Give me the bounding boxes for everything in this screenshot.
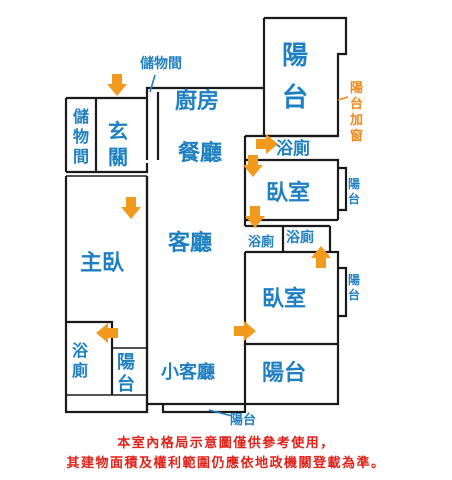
svg-text:台: 台 <box>350 96 363 112</box>
bedroom-lower-label: 臥室 <box>262 286 306 312</box>
living-label: 客廳 <box>168 230 212 256</box>
svg-text:台: 台 <box>117 373 135 395</box>
balcony-front-label: 陽台 <box>230 412 256 428</box>
svg-text:玄: 玄 <box>108 119 128 143</box>
room-labels: 儲物間 廚房 餐廳 陽 台 浴廁 臥室 主臥 客廳 浴廁 浴廁 臥室 小客廳 陽… <box>80 41 314 428</box>
svg-text:加: 加 <box>349 113 363 128</box>
vertical-labels: 儲 物 間 玄 關 陽 台 加 窗 陽 台 陽 台 浴 廁 陽 台 <box>72 80 363 395</box>
kitchen-label: 廚房 <box>175 88 219 114</box>
arrow-left-icon <box>96 323 118 343</box>
svg-text:台: 台 <box>348 191 360 206</box>
arrow-down-icon <box>243 155 263 177</box>
svg-text:陽: 陽 <box>117 352 135 373</box>
svg-text:陽: 陽 <box>348 273 360 287</box>
svg-text:儲: 儲 <box>72 107 89 126</box>
balcony-right-upper-label: 陽 台 <box>348 177 360 206</box>
bath-top-label: 浴廁 <box>276 138 310 159</box>
walls <box>64 16 348 414</box>
svg-text:陽: 陽 <box>350 80 363 96</box>
balcony-top-label-1: 陽 <box>282 41 308 71</box>
arrow-down-icon <box>107 74 127 96</box>
arrow-down-icon <box>245 206 265 228</box>
bath-master-label: 浴 廁 <box>72 341 89 380</box>
svg-text:物: 物 <box>73 127 89 146</box>
bedroom-upper-label: 臥室 <box>266 180 310 206</box>
storage-top-leader <box>149 74 156 93</box>
balcony-top-label-2: 台 <box>282 82 308 113</box>
svg-text:浴: 浴 <box>72 341 89 360</box>
svg-text:關: 關 <box>108 145 128 169</box>
storage-top-label: 儲物間 <box>139 55 182 72</box>
entry-arrows <box>96 74 331 343</box>
svg-text:陽: 陽 <box>348 177 360 191</box>
master-bedroom-label: 主臥 <box>80 251 125 276</box>
svg-text:台: 台 <box>348 287 360 302</box>
bath-mid-left-label: 浴廁 <box>248 234 274 250</box>
balcony-window-label: 陽 台 加 窗 <box>349 80 363 144</box>
window-leader <box>337 96 349 101</box>
arrow-right-icon <box>256 134 278 154</box>
storage-left-label: 儲 物 間 <box>72 107 89 166</box>
arrow-right-icon <box>234 321 256 341</box>
small-living-label: 小客廳 <box>161 361 215 383</box>
svg-text:間: 間 <box>73 147 89 166</box>
svg-text:窗: 窗 <box>350 128 363 144</box>
entrance-label: 玄 關 <box>108 119 128 169</box>
dining-label: 餐廳 <box>178 140 222 166</box>
balcony-master-label: 陽 台 <box>117 352 135 395</box>
front-balcony-leader <box>208 409 233 417</box>
balcony-right-lower-label: 陽 台 <box>348 273 360 302</box>
disclaimer-line-1: 本室內格局示意圖僅供參考使用， <box>117 436 335 451</box>
arrow-down-icon <box>121 197 141 219</box>
svg-text:廁: 廁 <box>72 361 88 380</box>
arrow-up-icon <box>311 246 331 268</box>
disclaimer-line-2: 其建物面積及權利範圍仍應依地政機關登載為準。 <box>66 456 386 471</box>
bath-mid-right-label: 浴廁 <box>286 229 314 246</box>
balcony-bottom-label: 陽台 <box>262 360 306 386</box>
